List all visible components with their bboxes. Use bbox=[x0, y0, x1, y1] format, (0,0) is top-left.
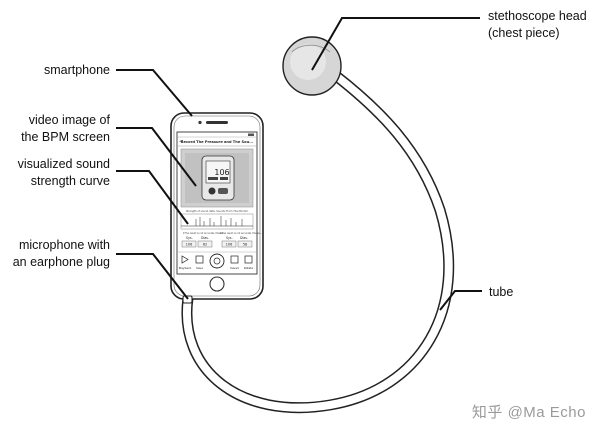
svg-text:If the result is not accurate,: If the result is not accurate, Please... bbox=[183, 232, 225, 235]
svg-text:Sys.: Sys. bbox=[226, 236, 233, 240]
record-icon bbox=[209, 253, 225, 269]
saved-icon bbox=[230, 255, 239, 264]
svg-text:58: 58 bbox=[243, 243, 247, 247]
svg-text:Saved: Saved bbox=[230, 266, 239, 270]
rotate-icon bbox=[244, 255, 253, 264]
label-video-image: video image of the BPM screen bbox=[21, 113, 110, 144]
svg-text:If the result is not accurate,: If the result is not accurate, Please... bbox=[220, 232, 262, 235]
curve-caption: Strength of sound data, Sounds From The … bbox=[186, 209, 249, 213]
label-sound-curve: visualized sound strength curve bbox=[17, 157, 110, 188]
screen-title: Record The Pressure and The Sou... bbox=[181, 140, 253, 144]
stethoscope-head-drawing bbox=[282, 36, 342, 96]
svg-text:Dias.: Dias. bbox=[201, 236, 209, 240]
sound-curve bbox=[181, 216, 253, 227]
playback-icon bbox=[181, 255, 189, 264]
svg-text:Rotate: Rotate bbox=[244, 266, 253, 270]
svg-text:Sys.: Sys. bbox=[186, 236, 193, 240]
leader-lines bbox=[116, 17, 482, 311]
label-microphone: microphone with an earphone plug bbox=[12, 238, 110, 269]
svg-text:Dias.: Dias. bbox=[240, 236, 248, 240]
svg-text:106: 106 bbox=[226, 243, 232, 247]
tube-drawing bbox=[181, 69, 455, 414]
svg-text:106: 106 bbox=[186, 243, 192, 247]
label-stethoscope-head: stethoscope head (chest piece) bbox=[488, 9, 587, 40]
bpm-readout: 106 bbox=[214, 168, 229, 177]
smartphone-drawing: < Record The Pressure and The Sou... 106… bbox=[170, 112, 264, 304]
save-icon bbox=[195, 255, 204, 264]
label-tube: tube bbox=[489, 285, 514, 299]
svg-text:Playback: Playback bbox=[179, 266, 192, 270]
svg-text:62: 62 bbox=[203, 243, 207, 247]
svg-text:Save: Save bbox=[196, 266, 203, 270]
watermark: 知乎 @Ma Echo bbox=[471, 404, 586, 421]
svg-text:<: < bbox=[179, 139, 183, 145]
label-smartphone: smartphone bbox=[43, 63, 110, 77]
